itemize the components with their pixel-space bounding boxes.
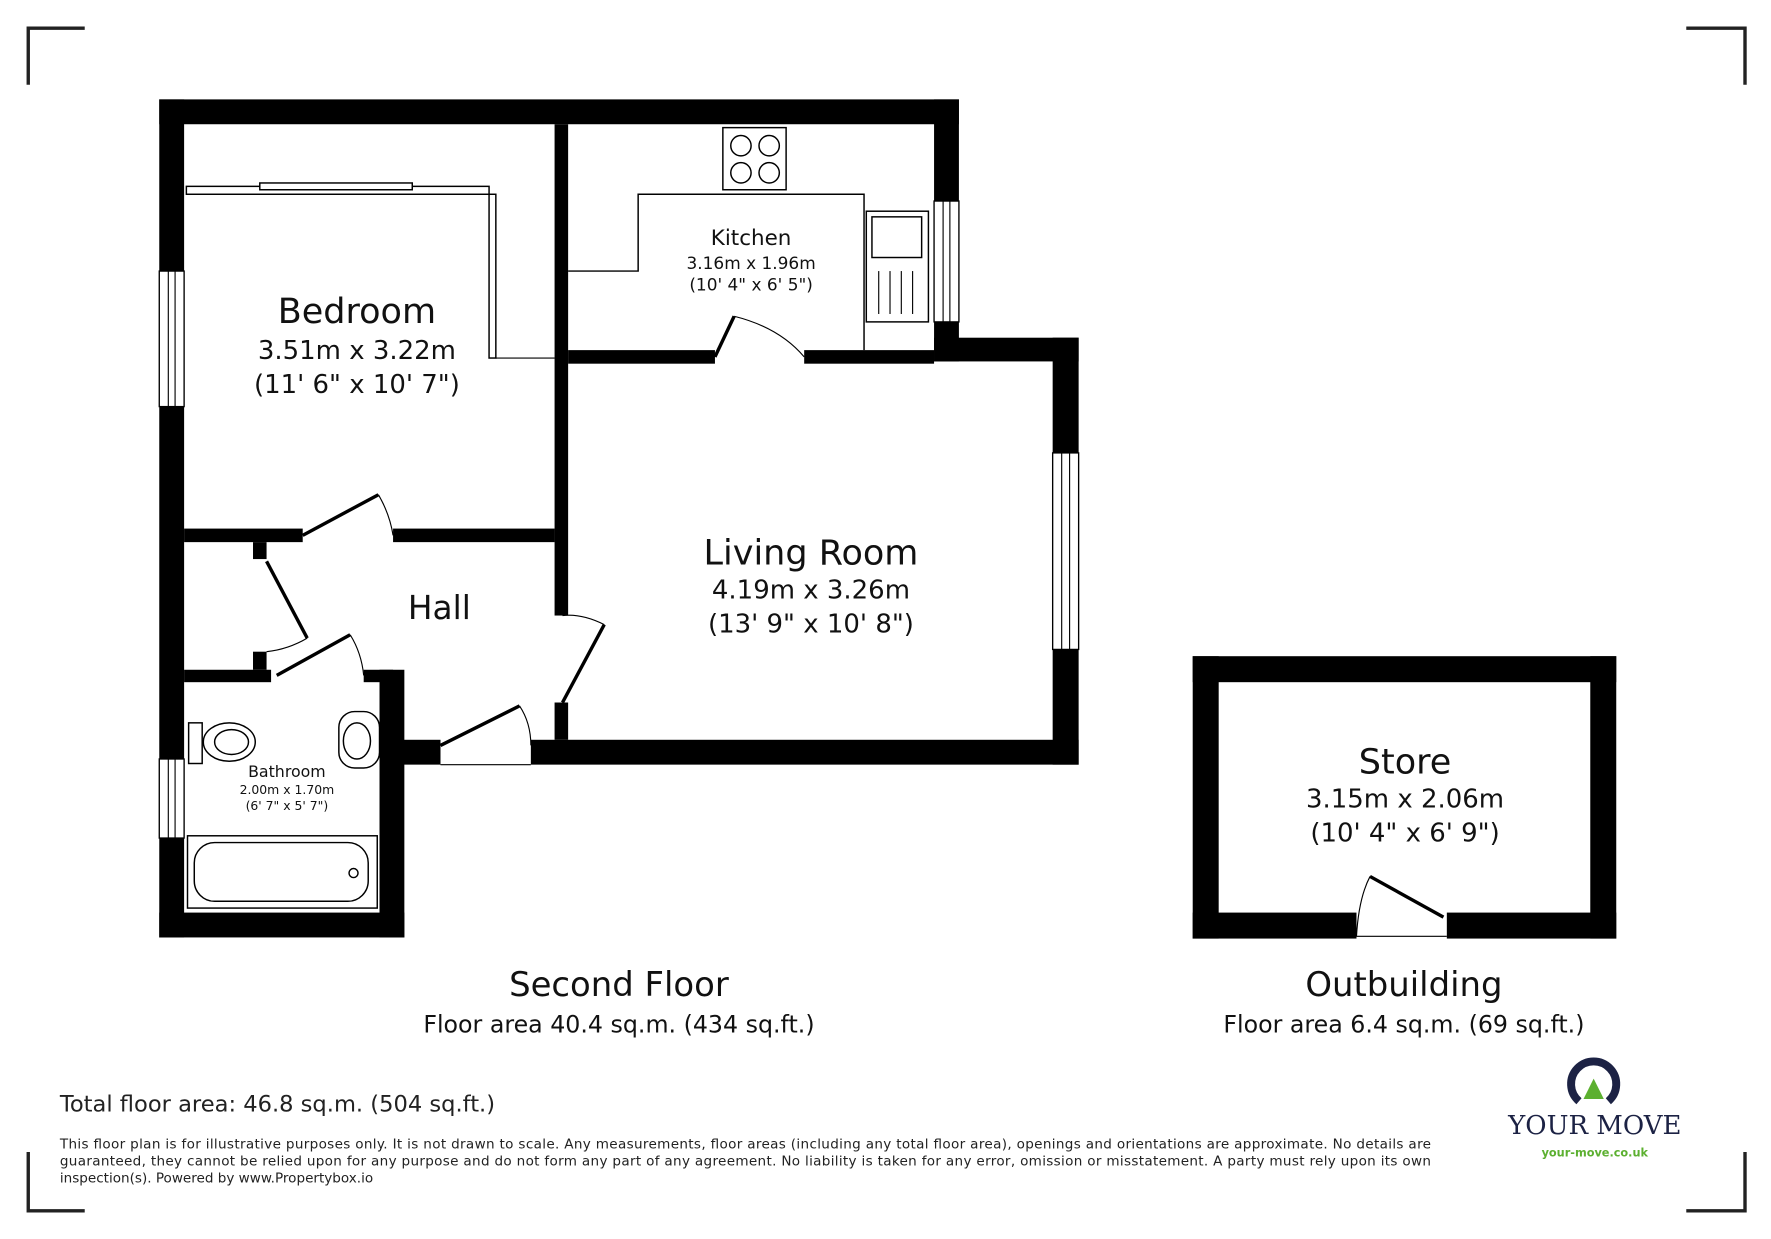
svg-text:Kitchen: Kitchen xyxy=(711,226,792,251)
svg-text:Outbuilding: Outbuilding xyxy=(1305,965,1502,1004)
floor-caption-second-floor: Second Floor Floor area 40.4 sq.m. (434 … xyxy=(423,965,814,1038)
svg-text:2.00m x 1.70m: 2.00m x 1.70m xyxy=(240,782,335,797)
fixtures xyxy=(185,126,930,909)
svg-text:Store: Store xyxy=(1359,743,1452,783)
svg-text:3.16m x 1.96m: 3.16m x 1.96m xyxy=(686,253,815,273)
room-label-living-room: Living Room 4.19m x 3.26m (13' 9" x 10' … xyxy=(704,534,919,640)
svg-text:Bedroom: Bedroom xyxy=(278,292,436,332)
total-floor-area: Total floor area: 46.8 sq.m. (504 sq.ft.… xyxy=(59,1091,495,1117)
svg-text:(6' 7" x 5' 7"): (6' 7" x 5' 7") xyxy=(246,798,329,813)
basin-icon xyxy=(338,710,381,769)
svg-text:YOUR MOVE: YOUR MOVE xyxy=(1507,1111,1681,1141)
svg-text:(10' 4" x 6' 5"): (10' 4" x 6' 5") xyxy=(689,274,813,294)
hob-icon xyxy=(722,126,787,191)
walls-outbuilding xyxy=(1192,656,1617,939)
svg-text:Floor area 6.4 sq.m. (69 sq.ft: Floor area 6.4 sq.m. (69 sq.ft.) xyxy=(1223,1010,1584,1038)
disclaimer: This floor plan is for illustrative purp… xyxy=(59,1137,1431,1187)
bath-icon xyxy=(186,835,378,909)
room-label-bedroom: Bedroom 3.51m x 3.22m (11' 6" x 10' 7") xyxy=(254,292,460,400)
doors xyxy=(265,315,805,766)
svg-text:4.19m x 3.26m: 4.19m x 3.26m xyxy=(712,576,910,606)
svg-text:Floor area 40.4 sq.m. (434 sq.: Floor area 40.4 sq.m. (434 sq.ft.) xyxy=(423,1010,814,1038)
svg-text:guaranteed, they cannot be rel: guaranteed, they cannot be relied upon f… xyxy=(60,1154,1431,1170)
svg-text:3.51m x 3.22m: 3.51m x 3.22m xyxy=(258,336,456,366)
room-label-store: Store 3.15m x 2.06m (10' 4" x 6' 9") xyxy=(1306,743,1504,849)
your-move-logo: YOUR MOVE your-move.co.uk xyxy=(1507,1057,1681,1160)
svg-text:(11' 6" x 10' 7"): (11' 6" x 10' 7") xyxy=(254,370,460,400)
svg-text:(10' 4" x 6' 9"): (10' 4" x 6' 9") xyxy=(1310,818,1499,848)
svg-text:3.15m x 2.06m: 3.15m x 2.06m xyxy=(1306,785,1504,815)
svg-text:(13' 9" x 10' 8"): (13' 9" x 10' 8") xyxy=(708,609,914,639)
crop-marks xyxy=(26,26,1747,1213)
kitchen-worktop xyxy=(568,193,865,351)
room-label-hall: Hall xyxy=(408,589,471,627)
room-label-kitchen: Kitchen 3.16m x 1.96m (10' 4" x 6' 5") xyxy=(686,226,815,294)
floor-caption-outbuilding: Outbuilding Floor area 6.4 sq.m. (69 sq.… xyxy=(1223,965,1584,1038)
svg-text:Bathroom: Bathroom xyxy=(248,762,326,781)
room-label-bathroom: Bathroom 2.00m x 1.70m (6' 7" x 5' 7") xyxy=(240,762,335,813)
svg-text:Living Room: Living Room xyxy=(704,534,919,574)
svg-text:inspection(s). Powered by www.: inspection(s). Powered by www.Propertybo… xyxy=(60,1171,373,1187)
wardrobe xyxy=(185,182,555,359)
svg-text:This floor plan is for illustr: This floor plan is for illustrative purp… xyxy=(59,1137,1431,1153)
toilet-icon xyxy=(187,722,257,765)
svg-text:Second Floor: Second Floor xyxy=(509,965,729,1004)
sink-icon xyxy=(865,210,930,323)
windows xyxy=(158,200,1080,839)
svg-text:your-move.co.uk: your-move.co.uk xyxy=(1542,1147,1649,1160)
